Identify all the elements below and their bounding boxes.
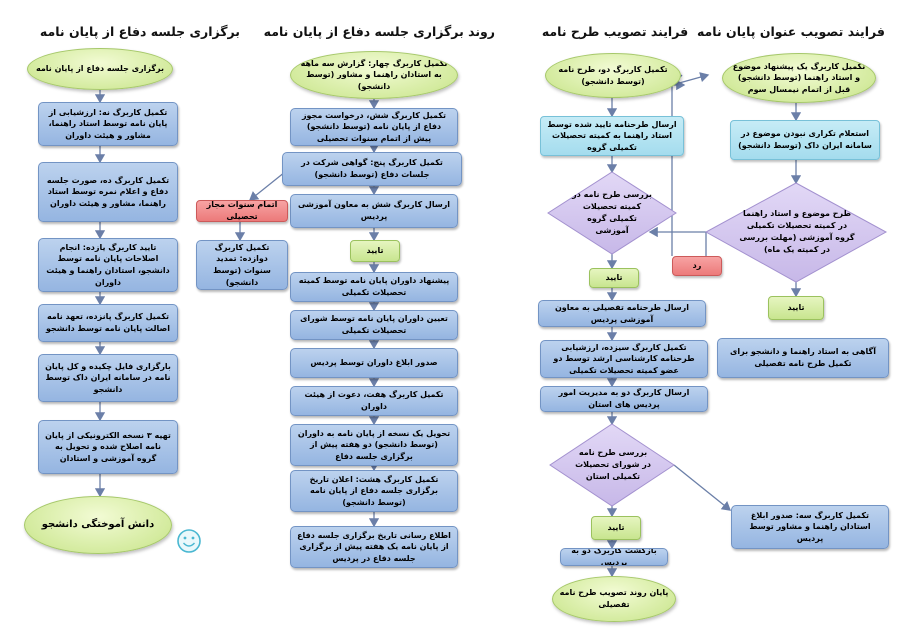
c2-step4-box: پیشنهاد داوران پایان نامه توسط کمیته تحص…	[290, 272, 458, 302]
c3-send-to-deputy-box: ارسال طرحنامه تفصیلی به معاون آموزشی پرد…	[538, 300, 706, 327]
c1-step6-box: تهیه ۳ نسخه الکترونیکی از پایان نامه اصل…	[38, 420, 178, 474]
c2-step6-box: صدور ابلاغ داوران توسط پردیس	[290, 348, 458, 378]
c3-side-notify-box: تکمیل کاربرگ سه: صدور ابلاغ استادان راهن…	[731, 505, 889, 549]
c2-step8-box: تحویل یک نسخه از پایان نامه به داوران (ت…	[290, 424, 458, 466]
c4-decision-label: طرح موضوع و استاد راهنما در کمیته تحصیلا…	[739, 209, 855, 254]
c1-step2-box: تکمیل کاربرگ ده، صورت جلسه دفاع و اعلام …	[38, 162, 178, 222]
arrow-c3-side	[673, 464, 732, 511]
decision-diamond-title	[704, 182, 888, 283]
c1-step5-box: بارگزاری فایل چکیده و کل پایان نامه در س…	[38, 354, 178, 402]
header-proposal-approval: فرایند تصویب طرح نامه	[541, 24, 689, 39]
c1-step3-box: تایید کاربرگ یازده: انجام اصلاحات پایان …	[38, 238, 178, 292]
c2-step1-box: تکمیل کاربرگ شش، درخواست مجوز دفاع از پا…	[290, 108, 458, 146]
c3-send-proposal-box: ارسال طرحنامه تایید شده توسط استاد راهنم…	[540, 116, 684, 156]
c4-notify-box: آگاهی به استاد راهنما و دانشجو برای تکمی…	[717, 338, 889, 378]
c1-end-oval: دانش آموختگی دانشجو	[24, 496, 172, 554]
c4-duplicate-check-box: استعلام تکراری نبودن موضوع در سامانه ایر…	[730, 120, 880, 160]
c3-approve2-label: تایید	[591, 516, 641, 540]
c2-approve-label: تایید	[350, 240, 400, 262]
c2-step5-box: تعیین داوران پایان نامه توسط شورای تحصیل…	[290, 310, 458, 340]
header-defense-session: برگزاری جلسه دفاع از پایان نامه	[39, 24, 240, 39]
c2-step3-box: ارسال کاربرگ شش به معاون آموزشی پردیس	[290, 194, 458, 228]
c3-reject-label: رد	[672, 256, 722, 276]
c3-evaluation-box: تکمیل کاربرگ سیزده، ارزشیابی طرحنامه کار…	[540, 340, 708, 378]
c2-step2-box: تکمیل کاربرگ پنج: گواهی شرکت در جلسات دف…	[282, 152, 462, 186]
c1-step1-box: تکمیل کاربرگ نه: ارزشیابی از پایان نامه …	[38, 102, 178, 146]
c2-extension-box: تکمیل کاربرگ دوازده: تمدید سنوات (توسط د…	[196, 240, 288, 290]
c2-step9-box: تکمیل کاربرگ هشت: اعلان تاریخ برگزاری جل…	[290, 470, 458, 512]
c2-extra-red-box: اتمام سنوات مجاز تحصیلی	[196, 200, 288, 222]
c4-start-oval: تکمیل کاربرگ یک پیشنهاد موضوع و استاد را…	[722, 53, 876, 103]
c3-decision2-label: بررسی طرح نامه در شورای تحصیلات تکمیلی ا…	[575, 448, 651, 481]
c2-start-oval: تکمیل کاربرگ چهار: گزارش سه ماهه به استا…	[290, 51, 458, 99]
c3-start-oval: تکمیل کاربرگ دو، طرح نامه (توسط دانشجو)	[545, 53, 681, 98]
c2-step7-box: تکمیل کاربرگ هفت، دعوت از هیئت داوران	[290, 386, 458, 416]
decision-diamond-group	[547, 171, 677, 255]
c3-approve1-label: تایید	[589, 268, 639, 288]
c1-step4-box: تکمیل کاربرگ پانزده، تعهد نامه اصالت پای…	[38, 304, 178, 342]
c3-decision1-label: بررسی طرح نامه در کمیته تحصیلات تکمیلی گ…	[572, 190, 652, 235]
header-defense-process: روند برگزاری جلسه دفاع از پایان نامه	[263, 24, 495, 39]
c3-end-oval: پایان روند تصویب طرح نامه تفصیلی	[552, 576, 676, 622]
c3-return-form-box: بازگشت کاربرگ دو به پردیس	[560, 548, 668, 566]
c3-send-province-box: ارسال کاربرگ دو به مدیریت امور پردیس های…	[540, 386, 708, 412]
c2-step10-box: اطلاع رسانی تاریخ برگزاری جلسه دفاع از پ…	[290, 526, 458, 568]
c4-approve-label: تایید	[768, 296, 824, 320]
decision-diamond-province	[549, 423, 675, 507]
smiley-icon	[177, 529, 201, 553]
c1-start-oval: برگزاری جلسه دفاع از پایان نامه	[27, 48, 173, 90]
header-title-approval: فرایند تصویب عنوان پایان نامه	[696, 24, 885, 39]
